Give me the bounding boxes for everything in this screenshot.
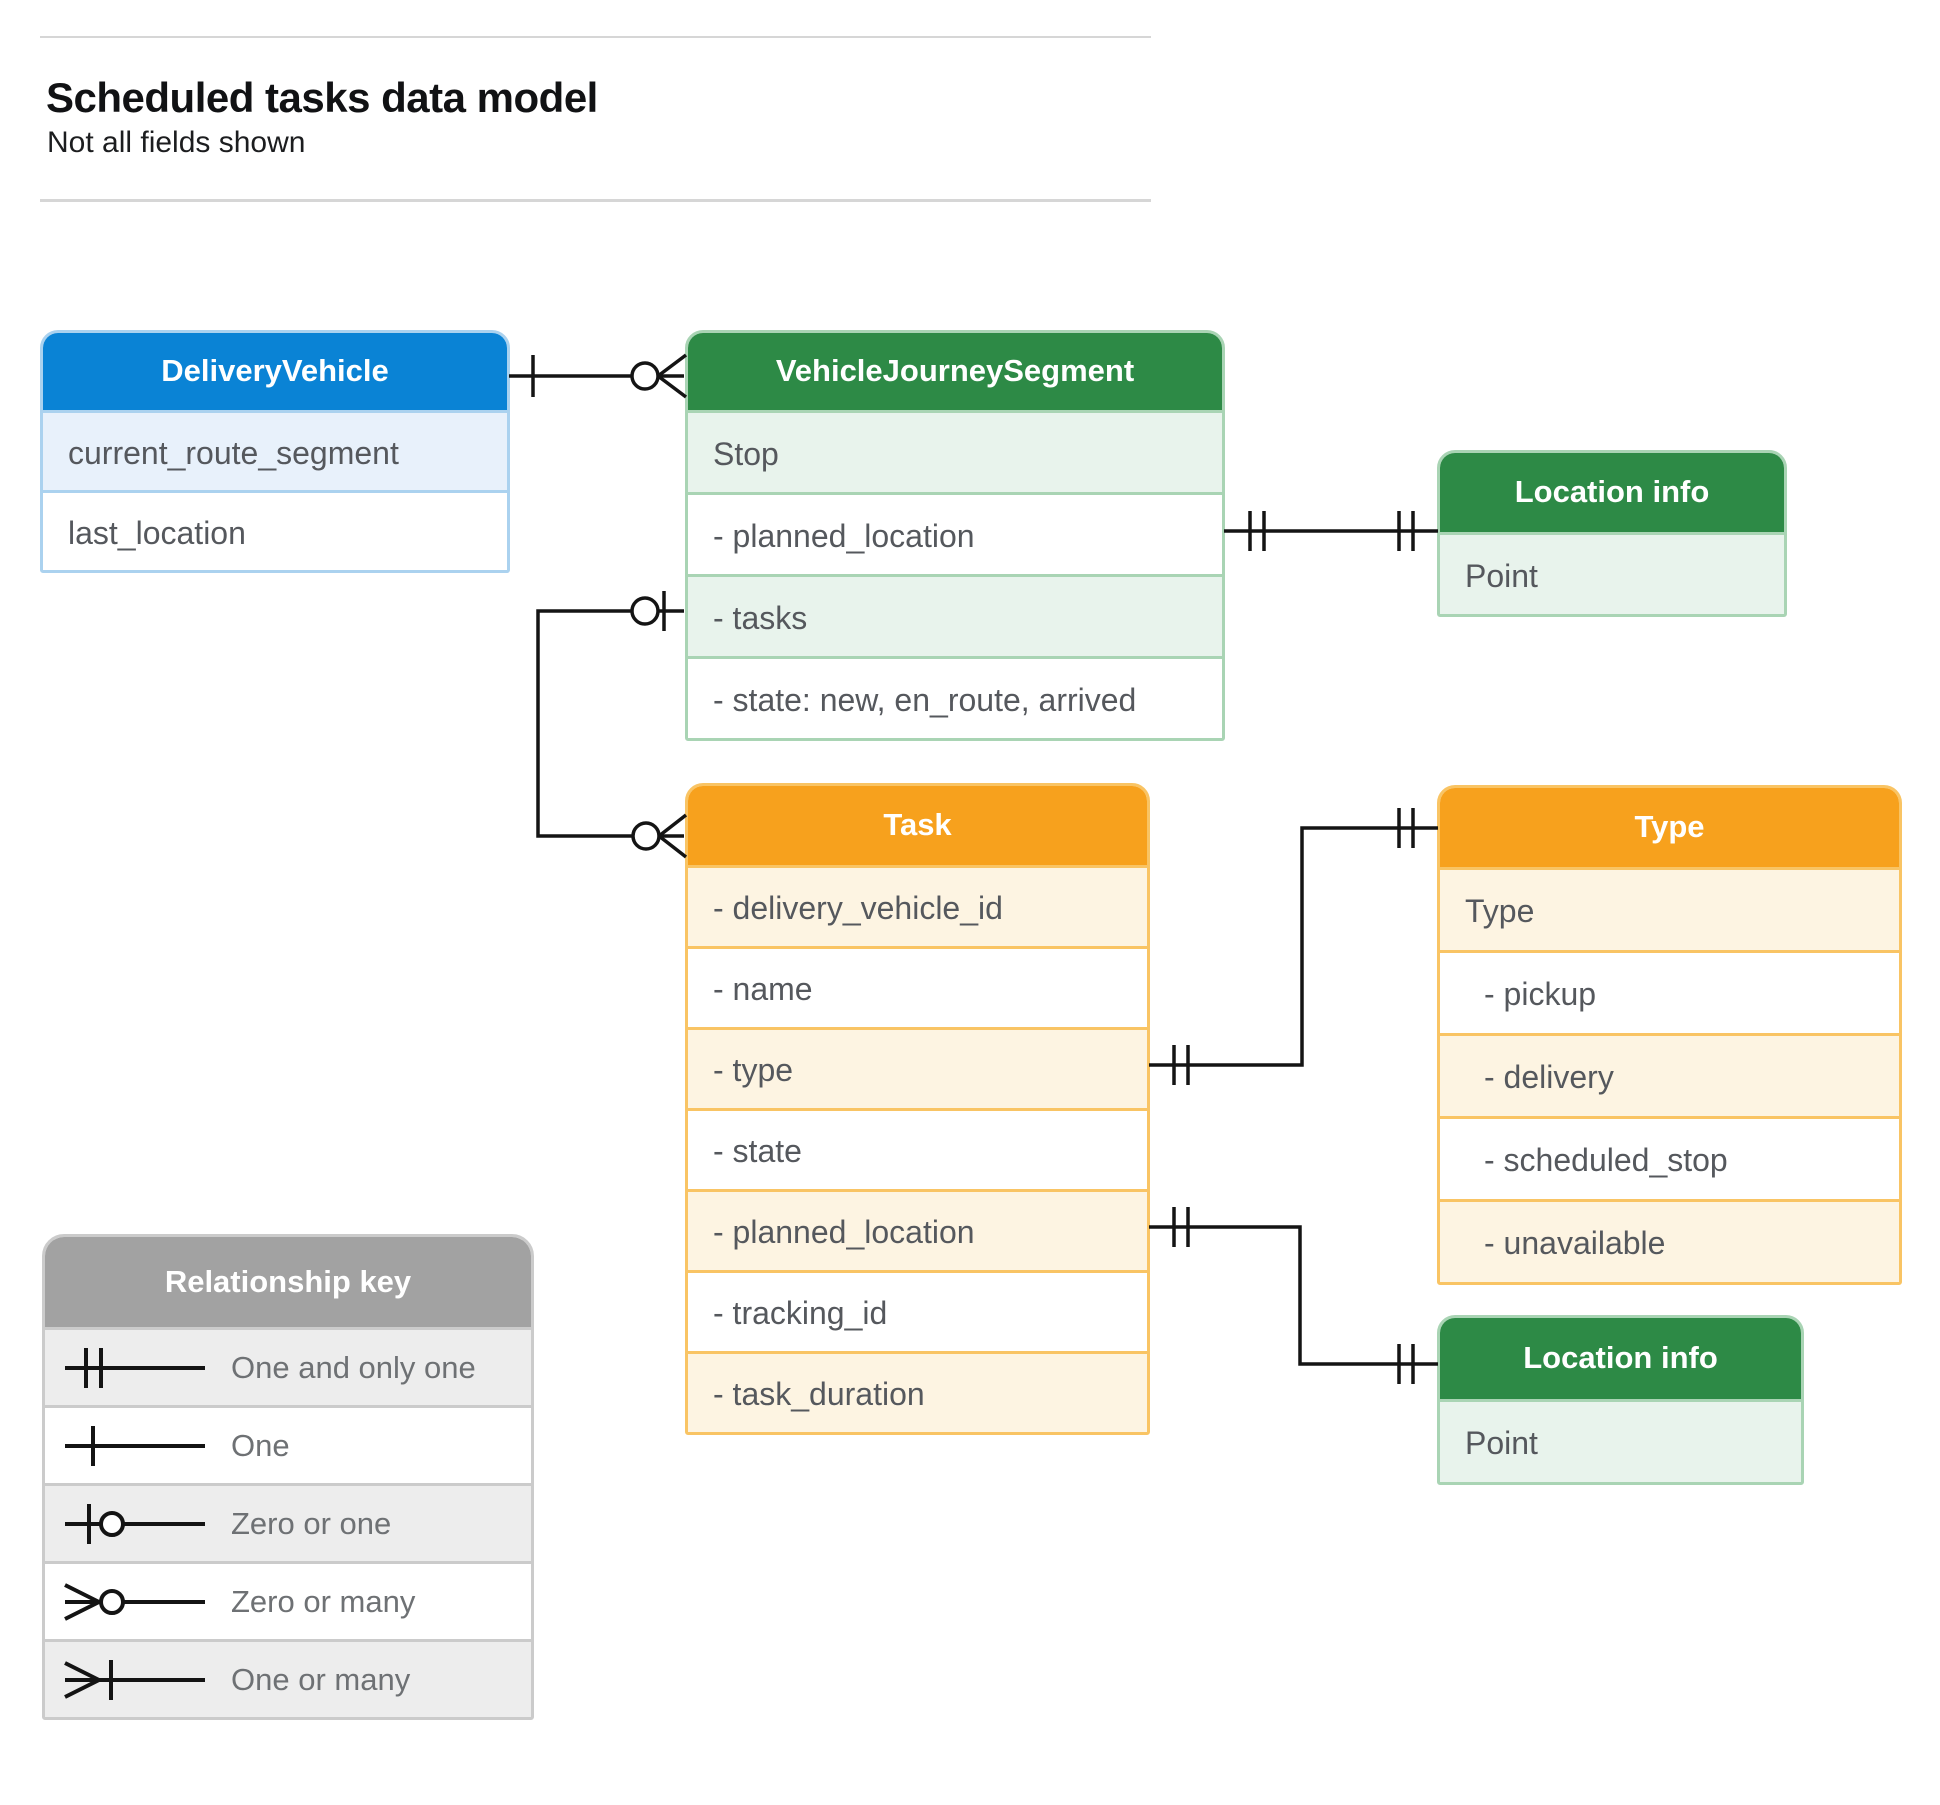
connector-vjs-task (536, 591, 688, 859)
field-state: - state: new, en_route, arrived (688, 656, 1222, 738)
entity-delivery-vehicle: DeliveryVehicle current_route_segment la… (40, 330, 510, 573)
entity-type: Type Type - pickup - delivery - schedule… (1437, 785, 1902, 1285)
one-and-only-one-symbol (65, 1347, 205, 1388)
legend-item-zero-or-one: Zero or one (45, 1483, 531, 1561)
field-point: Point (1440, 1399, 1801, 1482)
relationship-key-title: Relationship key (45, 1237, 531, 1327)
field-pickup: - pickup (1440, 950, 1899, 1033)
zero-or-many-symbol (64, 1582, 205, 1621)
field-tracking-id: - tracking_id (688, 1270, 1147, 1351)
connector-task-type (1149, 808, 1438, 1085)
header-divider (40, 199, 1151, 202)
page-title: Scheduled tasks data model (46, 74, 598, 121)
field-delivery-vehicle-id: - delivery_vehicle_id (688, 865, 1147, 946)
legend-item-one-and-only-one: One and only one (45, 1327, 531, 1405)
relationship-key-legend: Relationship key One and only one One Ze… (42, 1234, 534, 1720)
entity-task-title: Task (688, 786, 1147, 865)
one-symbol (65, 1425, 205, 1466)
legend-item-one: One (45, 1405, 531, 1483)
entity-location-info-top: Location info Point (1437, 450, 1787, 617)
legend-label: Zero or many (231, 1583, 416, 1619)
connector-task-locationinfo (1149, 1207, 1438, 1384)
field-stop: Stop (688, 410, 1222, 492)
one-or-many-symbol (64, 1659, 205, 1700)
entity-location-info-top-title: Location info (1440, 453, 1784, 532)
field-planned-location: - planned_location (688, 492, 1222, 574)
page-subtitle: Not all fields shown (47, 126, 306, 159)
entity-vehicle-journey-segment: VehicleJourneySegment Stop - planned_loc… (685, 330, 1225, 741)
entity-type-title: Type (1440, 788, 1899, 867)
field-point: Point (1440, 532, 1784, 614)
field-name: - name (688, 946, 1147, 1027)
field-state: - state (688, 1108, 1147, 1189)
field-current-route-segment: current_route_segment (43, 410, 507, 490)
entity-location-info-bottom: Location info Point (1437, 1315, 1804, 1485)
field-type: - type (688, 1027, 1147, 1108)
field-type: Type (1440, 867, 1899, 950)
field-task-duration: - task_duration (688, 1351, 1147, 1432)
field-tasks: - tasks (688, 574, 1222, 656)
entity-location-info-bottom-title: Location info (1440, 1318, 1801, 1399)
legend-item-zero-or-many: Zero or many (45, 1561, 531, 1639)
zero-or-one-symbol (65, 1503, 205, 1544)
connector-deliveryvehicle-vjs (509, 353, 688, 399)
legend-item-one-or-many: One or many (45, 1639, 531, 1717)
legend-label: One or many (231, 1661, 411, 1697)
entity-task: Task - delivery_vehicle_id - name - type… (685, 783, 1150, 1435)
field-last-location: last_location (43, 490, 507, 570)
legend-label: One (231, 1427, 290, 1463)
field-planned-location: - planned_location (688, 1189, 1147, 1270)
field-delivery: - delivery (1440, 1033, 1899, 1116)
field-scheduled-stop: - scheduled_stop (1440, 1116, 1899, 1199)
top-divider (40, 36, 1151, 38)
field-unavailable: - unavailable (1440, 1199, 1899, 1282)
connector-vjs-locationinfo (1224, 511, 1438, 551)
legend-label: One and only one (231, 1349, 476, 1385)
entity-vehicle-journey-segment-title: VehicleJourneySegment (688, 333, 1222, 410)
entity-delivery-vehicle-title: DeliveryVehicle (43, 333, 507, 410)
legend-label: Zero or one (231, 1505, 392, 1541)
